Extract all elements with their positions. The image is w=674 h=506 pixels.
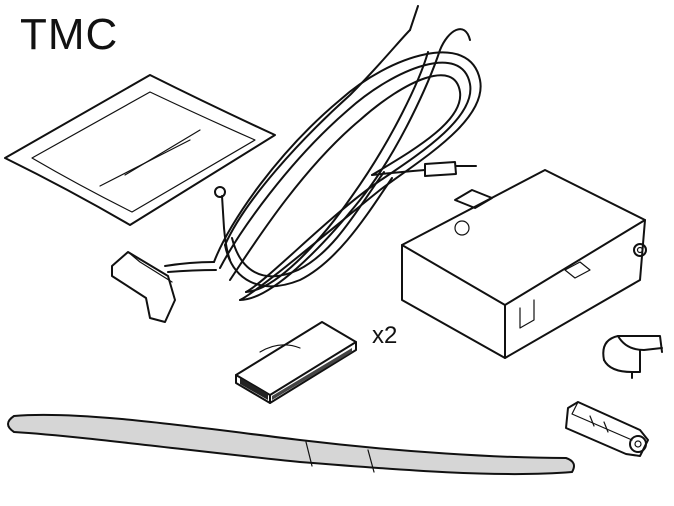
cable-clip	[602, 335, 663, 379]
antenna-cable-harness	[111, 5, 482, 323]
tmc-receiver-module	[401, 169, 647, 359]
protective-sleeve	[4, 74, 276, 226]
antenna-strip	[7, 413, 575, 476]
adhesive-pad	[235, 321, 357, 404]
diagram-title: TMC	[20, 10, 119, 59]
antenna-adapter-connector	[565, 401, 649, 457]
adhesive-pad-quantity: x2	[372, 322, 398, 349]
